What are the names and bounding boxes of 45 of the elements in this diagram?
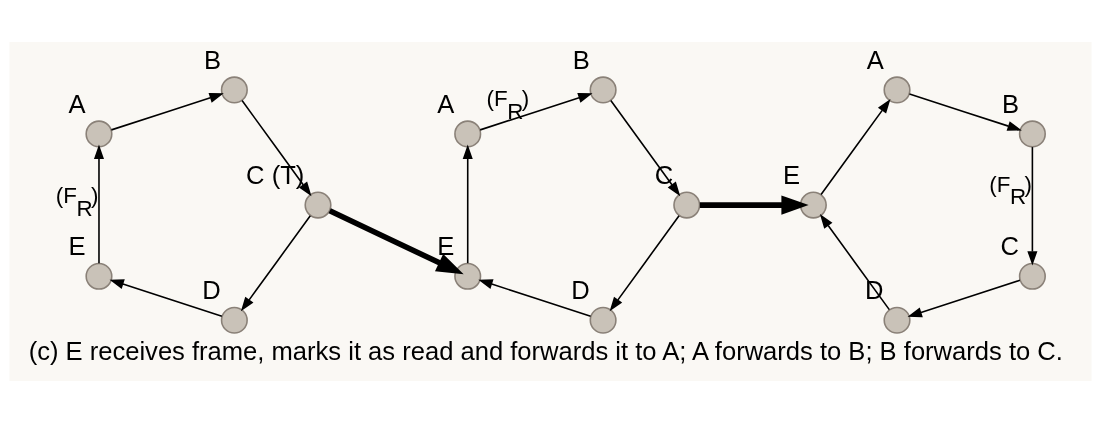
node-circle — [883, 75, 911, 104]
arrow — [819, 213, 891, 310]
arrow — [609, 214, 680, 311]
node-circle — [85, 262, 113, 290]
arrow — [478, 278, 592, 317]
node-circle — [304, 191, 332, 219]
arrow — [110, 92, 224, 131]
node-label: E — [68, 231, 86, 260]
arrow — [328, 207, 464, 274]
node-circle — [673, 191, 701, 219]
node-circle — [589, 306, 617, 334]
node-label: D — [571, 275, 590, 304]
node-label: B — [1002, 89, 1020, 118]
node-label: E — [782, 160, 801, 189]
node-label: C — [1000, 231, 1019, 260]
arrow — [907, 279, 1021, 317]
node-label: A — [437, 89, 455, 118]
node-circle — [454, 262, 482, 290]
arrow — [462, 144, 473, 264]
node-circle — [220, 75, 248, 104]
arrow — [240, 214, 312, 311]
node-label: E — [437, 231, 455, 260]
node-circle — [220, 306, 248, 334]
node-circle — [589, 75, 617, 104]
node-label: A — [68, 89, 86, 118]
arrow — [699, 195, 809, 215]
node-label: B — [203, 45, 222, 74]
arrow — [820, 98, 891, 195]
arrow — [1027, 145, 1038, 266]
node-label: D — [202, 275, 221, 304]
arrow — [610, 99, 681, 196]
node-circle — [1018, 119, 1046, 147]
node-label: B — [572, 45, 590, 74]
node-circle — [454, 119, 482, 147]
arrow — [93, 144, 105, 264]
node-label: A — [866, 45, 884, 74]
node-circle — [1018, 262, 1046, 290]
node-circle — [883, 306, 911, 334]
arrow — [109, 278, 223, 317]
arrow — [479, 92, 593, 131]
node-circle — [799, 191, 827, 219]
node-circle — [85, 119, 113, 147]
arrow — [241, 99, 312, 196]
caption: (c) E receives frame, marks it as read and forwards it to A; A forwards to B; B forwards to C. — [28, 336, 1063, 365]
arrow — [908, 92, 1022, 131]
